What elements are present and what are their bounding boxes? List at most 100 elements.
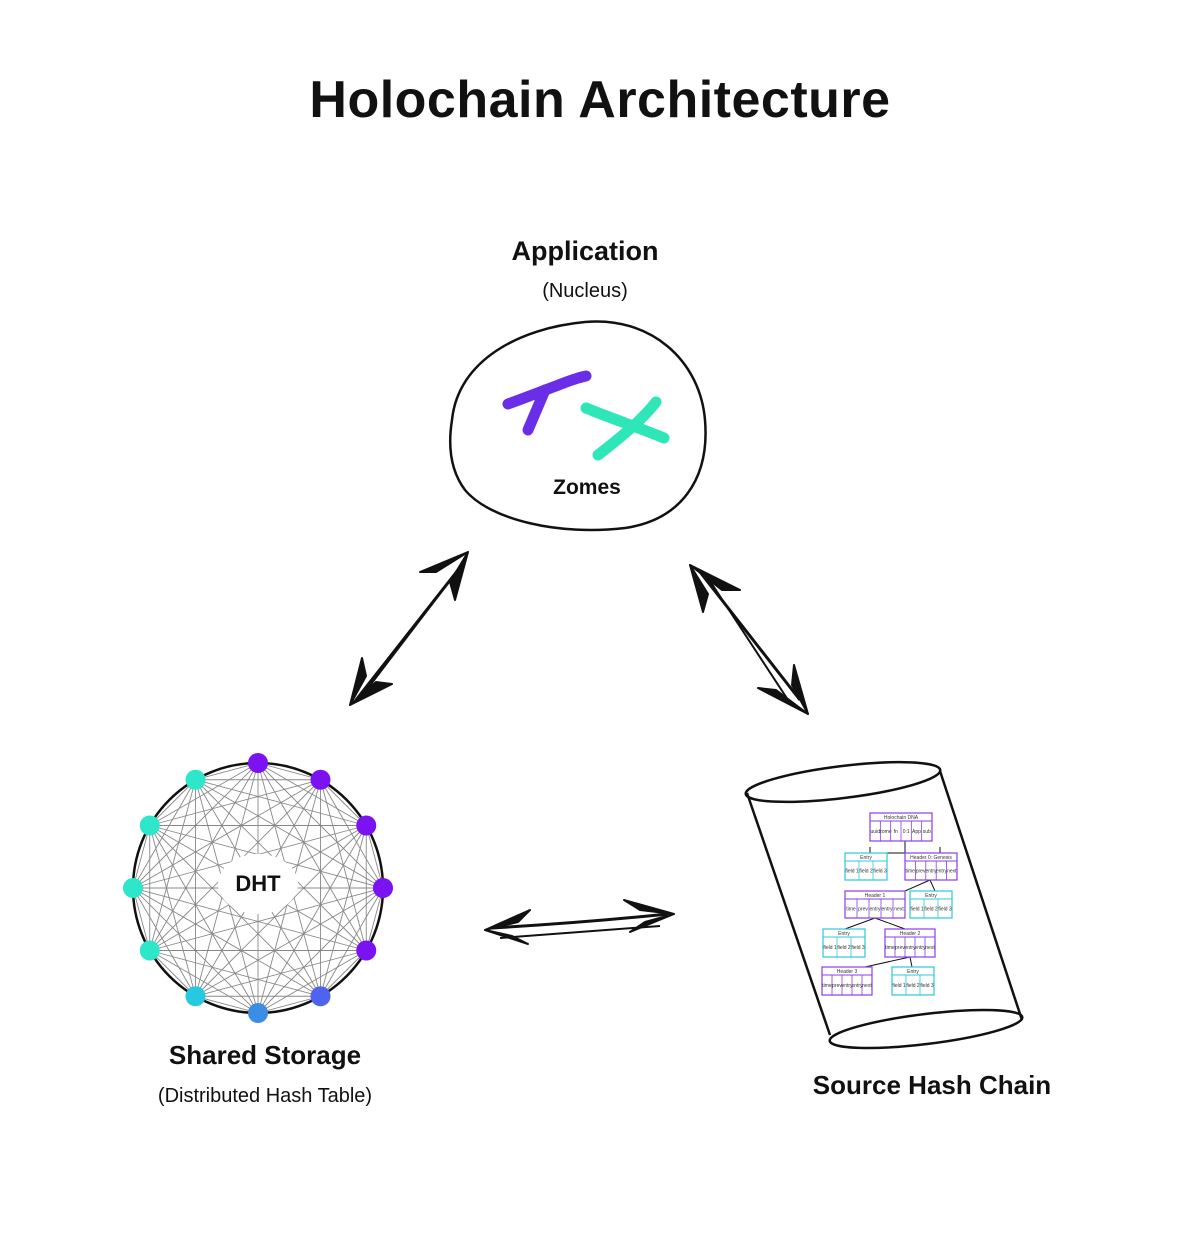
- zomes-label: Zomes: [553, 476, 621, 499]
- dna-block-cell: prev: [916, 869, 926, 875]
- dht-node: [356, 815, 377, 836]
- dna-block-cell: prev: [895, 945, 905, 951]
- dna-block-title: Entry: [907, 969, 919, 975]
- dht-link: [195, 779, 384, 889]
- application-subtitle: (Nucleus): [542, 280, 628, 302]
- dht-link: [257, 995, 321, 1014]
- dna-block-cell: field 2: [924, 907, 938, 913]
- dna-block-cell: entry: [914, 945, 926, 951]
- dht-node: [185, 986, 206, 1007]
- shared-storage-subtitle: (Distributed Hash Table): [157, 1085, 373, 1107]
- dht-link: [149, 825, 196, 997]
- dna-block-cell: entry: [869, 907, 881, 913]
- dht-link: [149, 825, 321, 997]
- dna-block-title: Holochain DNA: [884, 815, 919, 821]
- dna-block-cell: entry: [904, 945, 916, 951]
- dht-link: [257, 762, 321, 781]
- dna-block-title: Header 1: [865, 893, 886, 899]
- dht-link: [320, 779, 367, 826]
- dna-block-title: Header 3: [837, 969, 858, 975]
- dna-block-cell: field 3: [938, 907, 952, 913]
- dht-center-hub: [218, 854, 298, 914]
- dht-link: [195, 762, 259, 781]
- dht-link: [149, 779, 196, 951]
- dht-node: [310, 986, 331, 1007]
- dht-link: [132, 779, 196, 889]
- dht-link: [149, 887, 384, 951]
- dht-link: [132, 825, 151, 889]
- dna-block-cell: next: [925, 945, 935, 951]
- dna-block-title: Header 2: [900, 931, 921, 937]
- dna-block-cell: prev: [858, 907, 868, 913]
- dna-block-cell: field 1: [910, 907, 924, 913]
- zome-purple-shape: [502, 370, 592, 436]
- dht-link: [195, 779, 367, 826]
- dna-block-cell: field 2: [837, 945, 851, 951]
- dht-node: [248, 1003, 268, 1023]
- dht-link: [132, 887, 151, 951]
- dht-node: [139, 815, 160, 836]
- dht-link: [132, 887, 367, 951]
- dht-link: [132, 887, 196, 997]
- dht-link: [365, 887, 384, 951]
- dna-block-cell: fn: [894, 829, 898, 835]
- dna-block-cell: field 1: [823, 945, 837, 951]
- dht-link: [195, 995, 259, 1014]
- dht-link: [149, 825, 259, 1014]
- dht-mesh-lines: [132, 762, 384, 1014]
- dna-block-cell: 0:1: [903, 829, 910, 835]
- dna-block-cell: next: [947, 869, 957, 875]
- dna-block-title: Header 0: Genesis: [910, 855, 952, 861]
- chain-cylinder: [744, 760, 1024, 1050]
- dht-link: [149, 950, 196, 997]
- dht-node: [185, 769, 206, 790]
- dht-nodes: [123, 753, 393, 1023]
- zome-teal-shape: [580, 396, 670, 461]
- dht-node: [356, 940, 377, 961]
- dna-block-cell: next: [862, 983, 872, 989]
- dna-block-cell: entry: [841, 983, 853, 989]
- dna-block-cell: time: [905, 869, 915, 875]
- dna-block-title: Entry: [925, 893, 937, 899]
- shared-storage-title: Shared Storage: [168, 1040, 362, 1070]
- dht-link: [320, 950, 367, 997]
- dht-node: [373, 878, 393, 898]
- dna-block-cell: App: [912, 829, 921, 835]
- dht-node: [248, 753, 268, 773]
- arrow-app-to-chain: [689, 564, 809, 715]
- dna-block-cell: entry: [925, 869, 937, 875]
- dht-label: DHT: [235, 871, 281, 896]
- application-title: Application: [511, 236, 659, 266]
- source-chain-title: Source Hash Chain: [812, 1070, 1052, 1100]
- dna-block-title: Entry: [860, 855, 872, 861]
- dna-block-cell: sub: [923, 829, 931, 835]
- dna-block-cell: entry: [851, 983, 863, 989]
- dna-block-cell: field 3: [873, 869, 887, 875]
- arrow-storage-to-chain: [484, 899, 675, 945]
- dna-block-cell: entry: [936, 869, 948, 875]
- dna-block-cell: time: [885, 945, 895, 951]
- dna-block-cell: next: [894, 907, 904, 913]
- dna-block-cell: prev: [832, 983, 842, 989]
- dht-link: [149, 779, 196, 826]
- dht-link: [365, 825, 384, 889]
- dna-block-cell: field 3: [851, 945, 865, 951]
- dna-block-cell: time: [846, 907, 856, 913]
- dna-block-cell: field 1: [845, 869, 859, 875]
- dna-block-cell: field 3: [920, 983, 934, 989]
- dht-link: [132, 887, 321, 997]
- dna-block-cell: uuid: [870, 829, 880, 835]
- dna-block-cell: field 1: [892, 983, 906, 989]
- dht-node: [310, 769, 331, 790]
- dna-block-cell: zome: [879, 829, 891, 835]
